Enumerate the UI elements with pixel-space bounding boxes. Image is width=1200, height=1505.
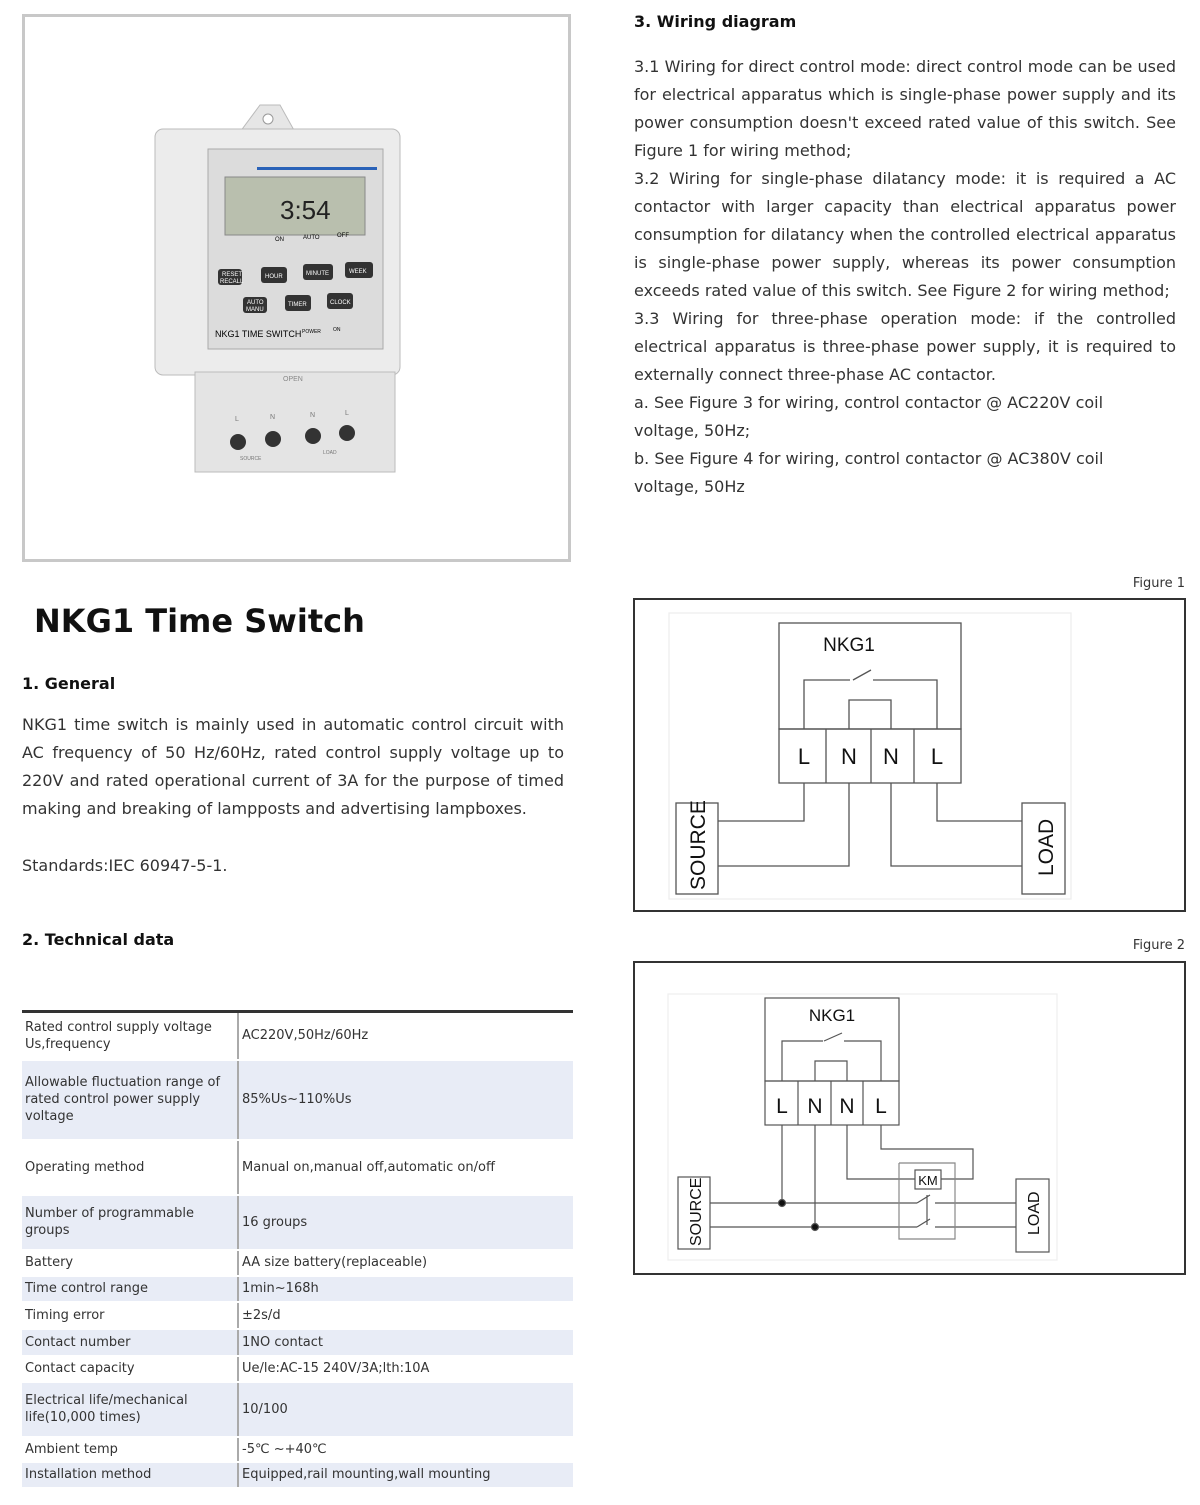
spec-value: 1NO contact [238,1328,573,1357]
technical-heading: 2. Technical data [22,930,175,949]
svg-text:N: N [270,414,275,421]
spec-value: 16 groups [238,1194,573,1251]
svg-text:SOURCE: SOURCE [688,1178,705,1246]
wiring-paragraph: a. See Figure 3 for wiring, control cont… [634,393,1104,440]
table-row: Ambient temp-5℃ ~+40℃ [22,1436,573,1463]
spec-value: Ue/le:AC-15 240V/3A;lth:10A [238,1355,573,1383]
svg-text:AUTO: AUTO [247,300,264,306]
svg-text:OFF: OFF [337,233,349,239]
svg-text:HOUR: HOUR [265,274,283,280]
svg-text:OPEN: OPEN [283,376,303,383]
svg-text:N: N [841,744,857,769]
figure-2-caption: Figure 2 [1132,938,1185,953]
spec-name: Contact number [22,1328,239,1357]
figure-1-diagram: NKG1 L N N L SOURCE LOAD [633,598,1186,912]
spec-name: Ambient temp [22,1436,239,1463]
svg-text:LOAD: LOAD [323,450,337,456]
svg-text:NKG1: NKG1 [823,635,875,656]
spec-name: Rated control supply voltage Us,frequenc… [22,1011,239,1061]
spec-value: AA size battery(replaceable) [238,1249,573,1277]
spec-name: Electrical life/mechanical life(10,000 t… [22,1381,239,1438]
spec-name: Operating method [22,1139,239,1196]
table-row: Allowable fluctuation range of rated con… [22,1059,573,1141]
svg-text:N: N [883,744,899,769]
svg-text:MANU: MANU [246,307,264,313]
spec-name: Battery [22,1249,239,1277]
svg-text:POWER: POWER [302,329,321,335]
svg-text:LOAD: LOAD [1035,819,1058,876]
wiring-paragraph: 3.3 Wiring for three-phase operation mod… [634,309,1176,384]
svg-text:RECALL: RECALL [220,279,244,285]
svg-text:SOURCE: SOURCE [240,456,262,462]
wiring-heading: 3. Wiring diagram [634,12,797,31]
svg-text:L: L [931,744,943,769]
table-row: Timing error±2s/d [22,1301,573,1330]
spec-value: ±2s/d [238,1301,573,1330]
spec-name: Number of programmable groups [22,1194,239,1251]
svg-text:L: L [875,1095,887,1118]
svg-text:NKG1: NKG1 [809,1006,855,1025]
spec-value: -5℃ ~+40℃ [238,1436,573,1463]
svg-text:NKG1 TIME SWITCH: NKG1 TIME SWITCH [215,329,301,339]
svg-text:L: L [798,744,810,769]
standards: Standards:IEC 60947-5-1. [22,856,228,875]
page-title: NKG1 Time Switch [34,602,365,640]
svg-text:L: L [345,410,349,417]
table-row: Electrical life/mechanical life(10,000 t… [22,1381,573,1438]
spec-value: AC220V,50Hz/60Hz [238,1011,573,1061]
wiring-paragraph: 3.1 Wiring for direct control mode: dire… [634,57,1176,160]
figure-1-caption: Figure 1 [1132,576,1185,591]
svg-text:SOURCE: SOURCE [687,800,710,890]
spec-name: Allowable fluctuation range of rated con… [22,1059,239,1141]
spec-name: Time control range [22,1275,239,1303]
svg-text:N: N [839,1095,854,1118]
svg-text:ON: ON [333,327,341,333]
wiring-paragraph: 3.2 Wiring for single-phase dilatancy mo… [634,169,1176,300]
svg-text:L: L [776,1095,788,1118]
technical-data-table: Rated control supply voltage Us,frequenc… [22,1010,573,1489]
svg-text:L: L [235,416,239,423]
figure-2-diagram: NKG1 L N N L KM SOURCE LOAD [633,961,1186,1275]
general-body: NKG1 time switch is mainly used in autom… [22,715,564,818]
spec-value: 1min~168h [238,1275,573,1303]
svg-text:RESET: RESET [222,272,242,278]
table-row: Rated control supply voltage Us,frequenc… [22,1011,573,1061]
svg-text:AUTO: AUTO [303,235,320,241]
general-heading: 1. General [22,674,116,693]
display-time: 3:54 [280,195,331,225]
svg-text:TIMER: TIMER [288,302,307,308]
svg-text:MINUTE: MINUTE [306,271,329,277]
spec-value: Equipped,rail mounting,wall mounting [238,1461,573,1489]
svg-text:WEEK: WEEK [349,269,367,275]
wiring-paragraph: b. See Figure 4 for wiring, control cont… [634,449,1104,496]
spec-value: Manual on,manual off,automatic on/off [238,1139,573,1196]
spec-name: Timing error [22,1301,239,1330]
svg-text:N: N [807,1095,822,1118]
svg-text:CLOCK: CLOCK [330,300,351,306]
svg-text:LOAD: LOAD [1026,1191,1043,1235]
svg-text:KM: KM [918,1173,938,1188]
spec-value: 85%Us~110%Us [238,1059,573,1141]
spec-value: 10/100 [238,1381,573,1438]
wiring-text: 3.1 Wiring for direct control mode: dire… [634,53,1176,501]
svg-text:N: N [310,412,315,419]
svg-text:ON: ON [275,237,284,243]
spec-name: Installation method [22,1461,239,1489]
spec-name: Contact capacity [22,1355,239,1383]
